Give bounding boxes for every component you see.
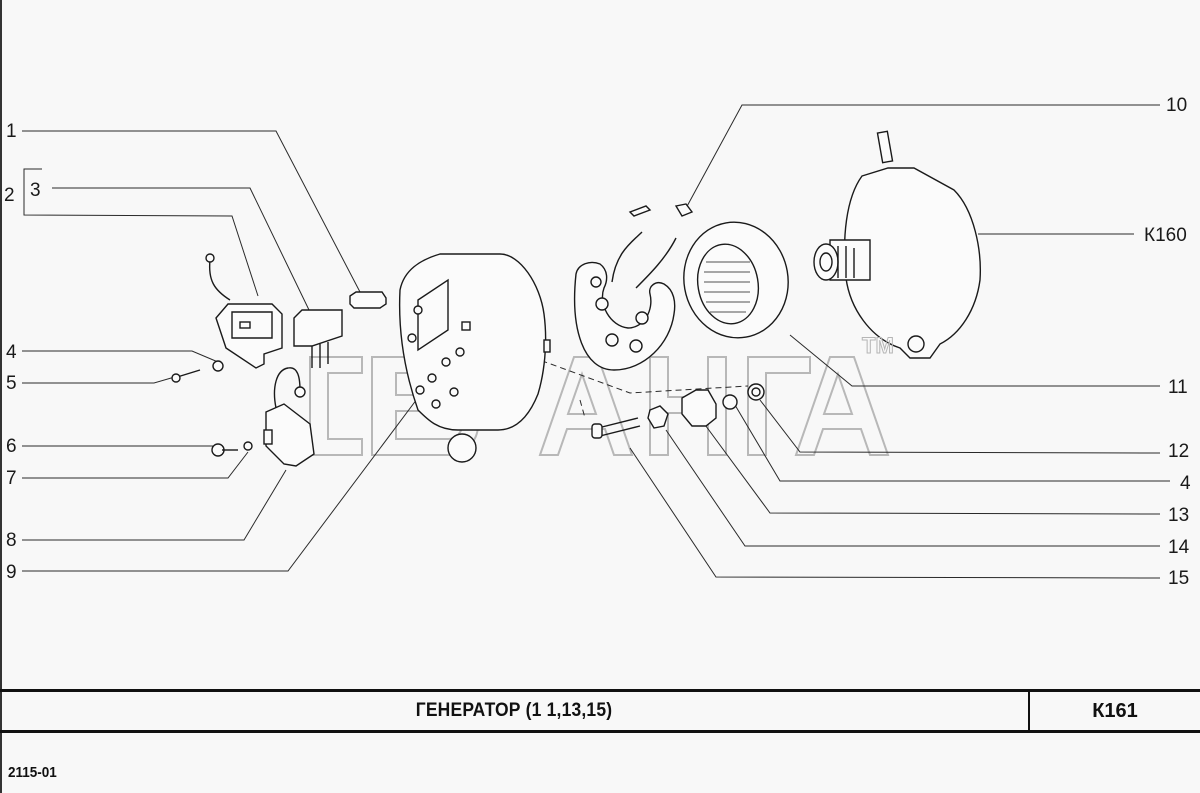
bolt-15 <box>597 417 639 429</box>
callout-8: 8 <box>6 530 17 551</box>
callout-4-right: 4 <box>1180 473 1191 494</box>
title-block: ГЕНЕРАТОР (1 1,13,15) К161 <box>0 689 1200 733</box>
washer-7 <box>243 441 253 451</box>
part-connector <box>349 291 387 309</box>
washer-4 <box>722 394 738 410</box>
callout-15: 15 <box>1168 568 1190 589</box>
callout-4-left: 4 <box>6 342 17 363</box>
part-stator <box>683 221 789 339</box>
watermark-trademark: TM <box>862 333 895 359</box>
part-brush-holder <box>293 309 343 368</box>
part-rear-housing <box>398 253 551 463</box>
watermark-logo <box>309 356 890 456</box>
callout-k160-link[interactable]: К160 <box>1144 225 1187 246</box>
callout-6: 6 <box>6 436 17 457</box>
page-code: К161 <box>1028 692 1200 730</box>
bushing-13 <box>681 389 717 427</box>
callout-13: 13 <box>1168 505 1190 526</box>
part-front-housing <box>813 130 981 359</box>
model-code: 2115-01 <box>8 764 57 781</box>
callout-14: 14 <box>1168 537 1190 558</box>
callout-12: 12 <box>1168 441 1190 462</box>
part-diode-bridge <box>573 203 694 371</box>
diagram-title: ГЕНЕРАТОР (1 1,13,15) <box>415 700 613 721</box>
fasteners-right <box>591 383 765 439</box>
callout-3: 3 <box>30 180 41 201</box>
clip-14 <box>647 405 669 429</box>
callout-1: 1 <box>6 121 17 142</box>
part-capacitor <box>263 367 315 467</box>
nut-4 <box>212 360 224 372</box>
part-voltage-regulator <box>205 253 283 369</box>
callout-10: 10 <box>1166 95 1188 116</box>
callout-5: 5 <box>6 373 17 394</box>
page-left-border <box>0 0 2 793</box>
leader-lines <box>22 104 1170 579</box>
callout-2: 2 <box>4 185 15 206</box>
callout-9: 9 <box>6 562 17 583</box>
callout-11: 11 <box>1168 377 1188 398</box>
fasteners-left <box>171 360 253 457</box>
callout-7: 7 <box>6 468 17 489</box>
